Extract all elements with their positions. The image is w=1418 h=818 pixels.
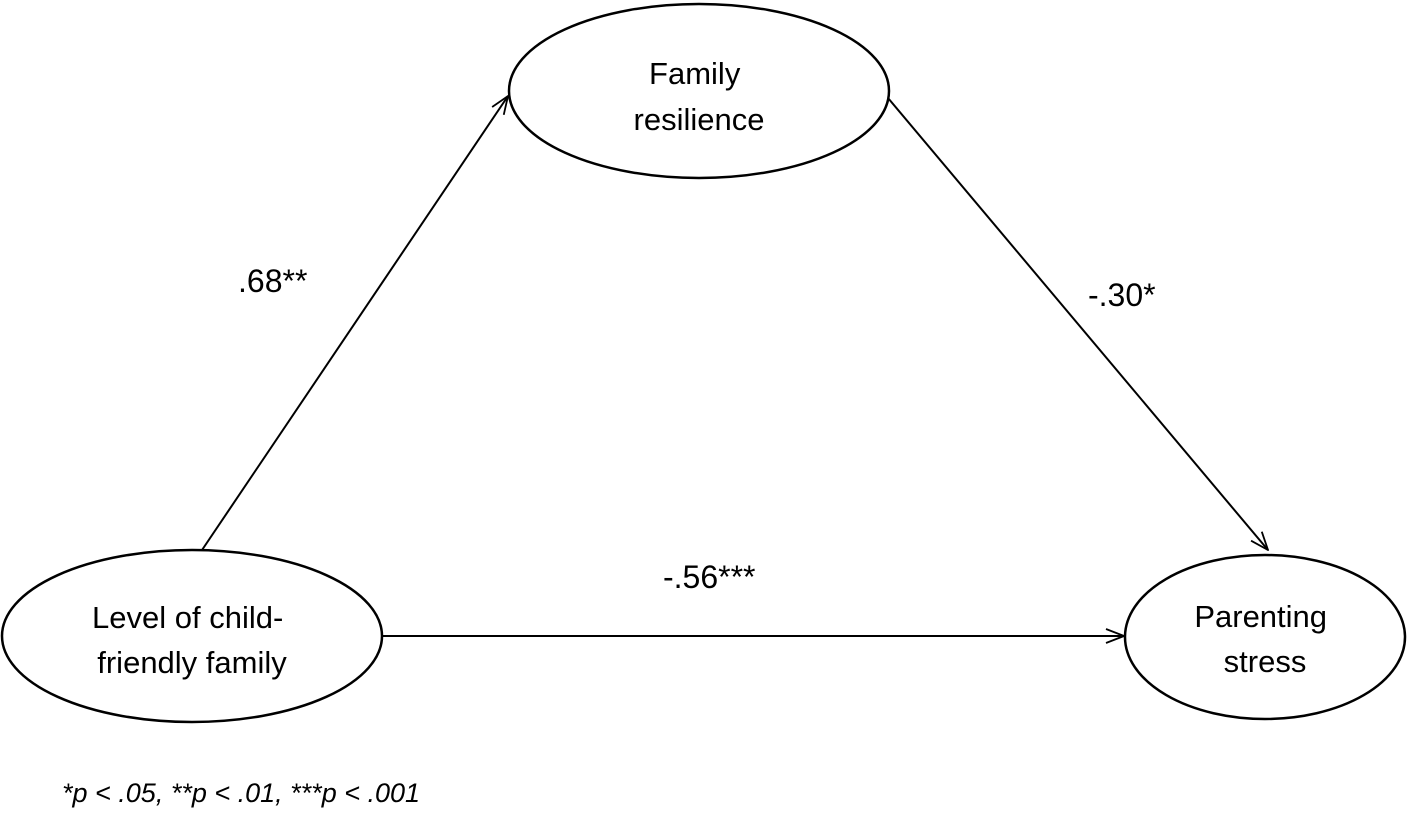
significance-footnote: *p < .05, **p < .01, ***p < .001 <box>62 778 420 808</box>
node-family-resilience-shape <box>507 2 891 180</box>
node-child-friendly-family-line-1: Level of child- <box>92 600 283 635</box>
path-c-coefficient: -.56*** <box>663 559 756 595</box>
node-child-friendly-family-line-2: friendly family <box>97 645 287 680</box>
node-parenting-stress-label: Parenting stress <box>1194 599 1335 679</box>
node-family-resilience: Family resilience <box>507 2 891 180</box>
path-b-coefficient: -.30* <box>1088 277 1156 313</box>
path-b-arrow <box>887 97 1268 550</box>
node-child-friendly-family: Level of child- friendly family <box>0 548 384 724</box>
node-child-friendly-family-label: Level of child- friendly family <box>92 600 292 680</box>
node-parenting-stress: Parenting stress <box>1123 553 1407 721</box>
node-family-resilience-label: Family resilience <box>634 56 765 137</box>
node-family-resilience-line-2: resilience <box>634 102 765 137</box>
path-a-coefficient: .68** <box>238 263 307 299</box>
node-family-resilience-line-1: Family <box>649 56 741 91</box>
node-parenting-stress-shape <box>1123 553 1407 721</box>
path-a-arrow <box>199 96 508 554</box>
node-child-friendly-family-shape <box>0 548 384 724</box>
node-parenting-stress-line-1: Parenting <box>1194 599 1327 634</box>
node-parenting-stress-line-2: stress <box>1224 644 1307 679</box>
